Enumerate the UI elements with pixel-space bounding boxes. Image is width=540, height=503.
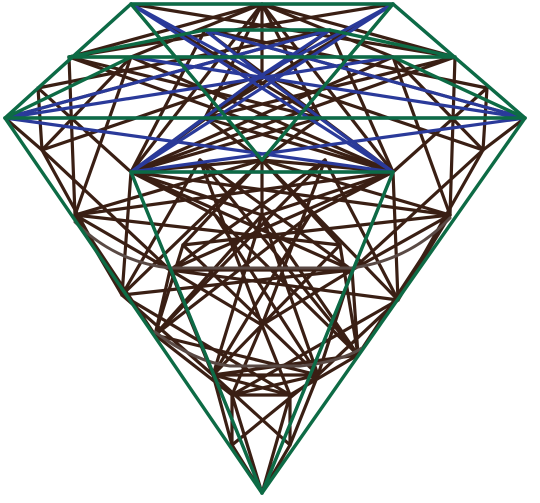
facet-line	[129, 116, 207, 174]
construction-line	[168, 170, 395, 272]
girdle-curve-upper	[73, 216, 452, 270]
construction-line	[316, 298, 400, 377]
outline-line	[3, 116, 264, 495]
facet-line	[318, 116, 395, 174]
outline-line	[3, 2, 133, 120]
outline-line	[391, 55, 527, 120]
construction-line	[168, 268, 264, 327]
construction-line	[211, 373, 234, 447]
girdle-curves	[73, 216, 452, 368]
outline-line	[260, 170, 395, 495]
construction-line	[67, 55, 395, 174]
construction-line	[230, 298, 400, 397]
facet-line	[203, 28, 264, 77]
construction-line	[120, 268, 354, 297]
construction-line	[213, 213, 320, 377]
construction-line	[230, 373, 320, 397]
facet-line	[203, 28, 527, 120]
construction-line	[328, 28, 395, 174]
outline-line	[129, 2, 264, 162]
facet-line	[129, 2, 264, 77]
construction-line	[391, 170, 400, 302]
construction-line	[288, 373, 320, 447]
construction-line	[338, 243, 360, 357]
construction-line	[40, 55, 133, 152]
construction-line	[260, 268, 354, 327]
construction-line	[260, 73, 485, 152]
construction-line	[211, 213, 312, 377]
facet-line	[260, 2, 395, 77]
outline-line	[3, 55, 133, 120]
facet-line	[129, 116, 527, 174]
construction-line	[350, 213, 452, 272]
facet-line	[260, 28, 332, 77]
construction-line	[260, 213, 320, 377]
construction-line	[211, 213, 264, 377]
construction-line	[67, 55, 77, 217]
construction-line	[481, 116, 527, 152]
construction-line	[260, 2, 457, 59]
construction-line	[73, 213, 172, 272]
construction-line	[120, 158, 202, 297]
construction-line	[350, 268, 360, 357]
facet-line	[129, 2, 395, 174]
construction-line	[198, 158, 354, 272]
construction-line	[153, 213, 312, 337]
diamond-outline	[3, 2, 527, 495]
construction-line	[153, 333, 320, 377]
construction-line	[120, 170, 133, 297]
construction-line	[129, 28, 207, 174]
construction-line	[260, 170, 395, 217]
construction-line	[3, 116, 44, 152]
outline-line	[129, 170, 264, 495]
construction-line	[350, 148, 485, 272]
construction-line	[230, 323, 264, 397]
construction-line	[67, 2, 264, 59]
construction-line	[211, 373, 292, 397]
outline-line	[391, 2, 527, 120]
construction-line	[153, 213, 264, 337]
construction-line	[323, 158, 400, 302]
facet-line	[3, 28, 332, 120]
construction-line	[260, 393, 292, 495]
construction-line	[396, 148, 485, 302]
outline-line	[260, 2, 395, 162]
construction-line	[40, 73, 264, 152]
construction-line	[211, 373, 292, 447]
construction-line	[448, 55, 457, 217]
construction-line	[168, 158, 327, 272]
facet-line	[3, 116, 395, 174]
outline-line	[328, 28, 457, 59]
girdle-curve-lower	[153, 330, 364, 368]
construction-line	[129, 55, 395, 174]
construction-line	[260, 213, 360, 357]
construction-line	[120, 293, 292, 397]
outline-line	[67, 28, 207, 59]
outline-line	[260, 116, 527, 495]
